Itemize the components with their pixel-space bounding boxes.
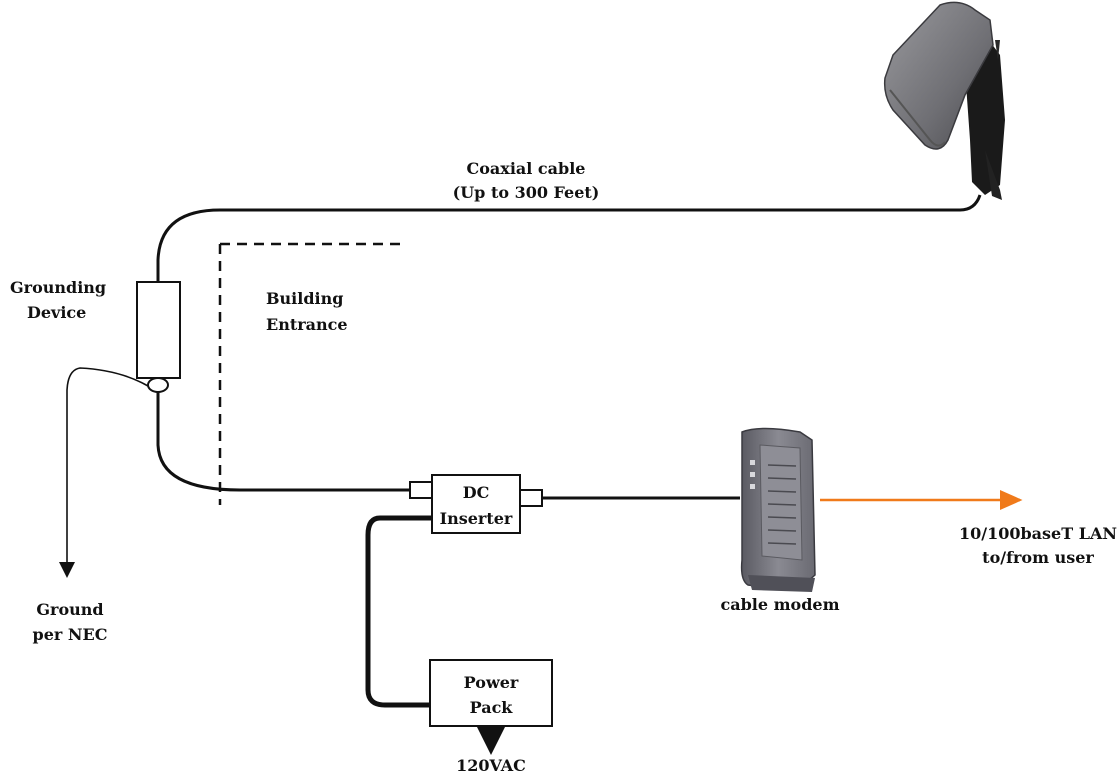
building-entrance-line [218, 242, 405, 505]
power-pack-box [429, 659, 553, 727]
power-cable [365, 515, 432, 708]
lan-label-line1: 10/100baseT LAN [959, 524, 1117, 543]
inserter-port-left [409, 481, 433, 499]
coax-to-inserter [156, 392, 410, 492]
dc-inserter-label-line1: DC [463, 483, 490, 502]
grounding-label-line1: Grounding [10, 278, 106, 297]
ground-label-line2: per NEC [33, 625, 108, 644]
dc-inserter-label-line2: Inserter [440, 509, 513, 528]
inserter-port-right [519, 489, 543, 507]
coax-label-line1: Coaxial cable [467, 159, 586, 178]
grounding-device-box [136, 281, 181, 379]
cable-modem-icon [740, 427, 816, 592]
grounding-label-line2: Device [27, 303, 86, 322]
building-label-line2: Entrance [266, 315, 348, 334]
modem-label: cable modem [720, 595, 839, 614]
grounding-lug [147, 377, 169, 393]
ground-wire [59, 367, 149, 578]
dc-inserter-box [431, 474, 521, 534]
lan-label-line2: to/from user [982, 548, 1094, 567]
coaxial-cable [156, 194, 982, 282]
power-pack-label-line1: Power [464, 673, 519, 692]
dc-inserter: DC Inserter [409, 474, 543, 534]
building-label-line1: Building [266, 289, 343, 308]
power-pack-label-line2: Pack [470, 698, 514, 717]
vac-label: 120VAC [456, 756, 526, 775]
coax-label-line2: (Up to 300 Feet) [453, 183, 600, 202]
ground-label-line1: Ground [36, 600, 103, 619]
antenna-icon [883, 1, 1005, 200]
